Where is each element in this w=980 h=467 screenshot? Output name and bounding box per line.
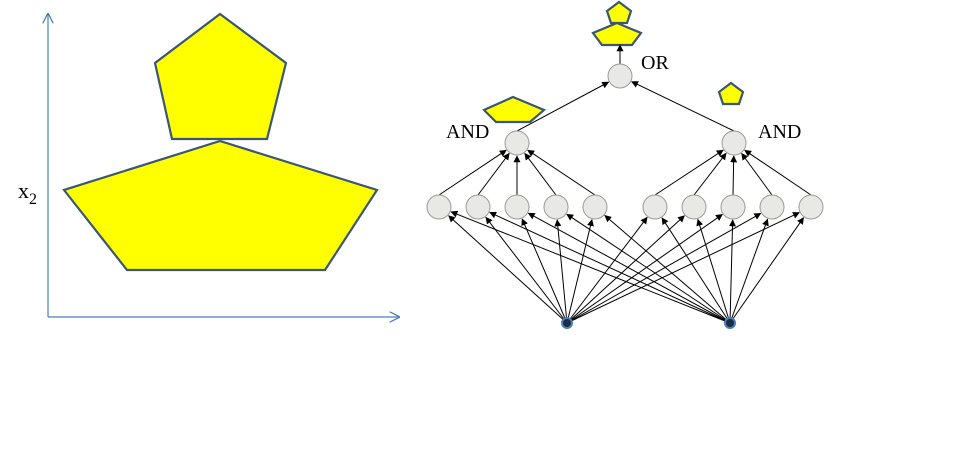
output-large-pentagon-icon [591,21,643,47]
edge-input-1-hidden-7 [566,215,685,324]
edge-hidden-right-3-and-right [730,155,738,196]
edge-input-2-hidden-1 [450,210,731,324]
network-diagram: OR AND AND [426,0,824,329]
or-label: OR [641,52,669,74]
input-node [724,317,736,329]
hidden-left-node [426,194,452,220]
edge-hidden-right-4-and-right [741,152,773,196]
edge-input-2-hidden-5 [604,215,731,324]
edge-hidden-left-1-and-left [438,149,507,196]
edge-input-2-hidden-9 [729,218,769,324]
hidden-right-node [681,194,707,220]
edge-input-2-hidden-6 [661,217,731,324]
and-right-pentagon-icon [717,81,745,106]
y-axis-label: x2 [18,178,37,208]
edge-input-1-hidden-9 [566,212,762,324]
edge-input-2-hidden-7 [696,218,731,324]
edge-hidden-left-4-and-left [524,152,557,196]
hidden-left-node [582,194,608,220]
edge-input-2-hidden-8 [729,219,736,324]
edge-input-1-hidden-8 [566,214,723,324]
edge-input-1-hidden-5 [566,218,594,324]
and-left-pentagon-icon [482,95,547,124]
edge-input-2-hidden-2 [489,211,731,324]
edge-input-1-hidden-10 [566,212,800,324]
edge-input-2-hidden-10 [729,217,804,324]
edge-hidden-right-5-and-right [744,149,812,196]
network-nodes [426,63,824,329]
small-pentagon-region [153,12,288,141]
edge-input-1-hidden-3 [521,218,568,324]
hidden-right-node [720,194,746,220]
edge-input-1-hidden-2 [485,216,568,324]
hidden-right-node [798,194,824,220]
edge-input-2-hidden-4 [566,213,731,324]
and-right-label: AND [758,121,801,143]
edge-and-left-or [516,81,610,132]
and-right-node [721,130,747,156]
and-left-label: AND [446,121,489,143]
hidden-left-node [543,194,569,220]
and-left-node [504,130,530,156]
edge-hidden-right-1-and-right [654,149,724,196]
large-pentagon-region [62,139,379,272]
edge-input-1-hidden-1 [448,215,568,324]
edge-and-right-or [631,81,735,132]
edge-hidden-right-2-and-right [693,152,727,196]
input-node [561,317,573,329]
or-node [607,63,633,89]
hidden-left-node [465,194,491,220]
edge-hidden-left-2-and-left [477,152,510,196]
edge-input-2-hidden-3 [527,212,731,324]
hidden-right-node [759,194,785,220]
output-small-pentagon-icon [605,0,633,25]
feature-space-plot: x2 [18,12,399,317]
hidden-right-node [642,194,668,220]
edge-input-1-hidden-6 [566,216,648,324]
edge-hidden-left-5-and-left [527,149,596,196]
hidden-left-node [504,194,530,220]
edge-input-1-hidden-4 [554,219,568,324]
network-edges [438,44,812,324]
